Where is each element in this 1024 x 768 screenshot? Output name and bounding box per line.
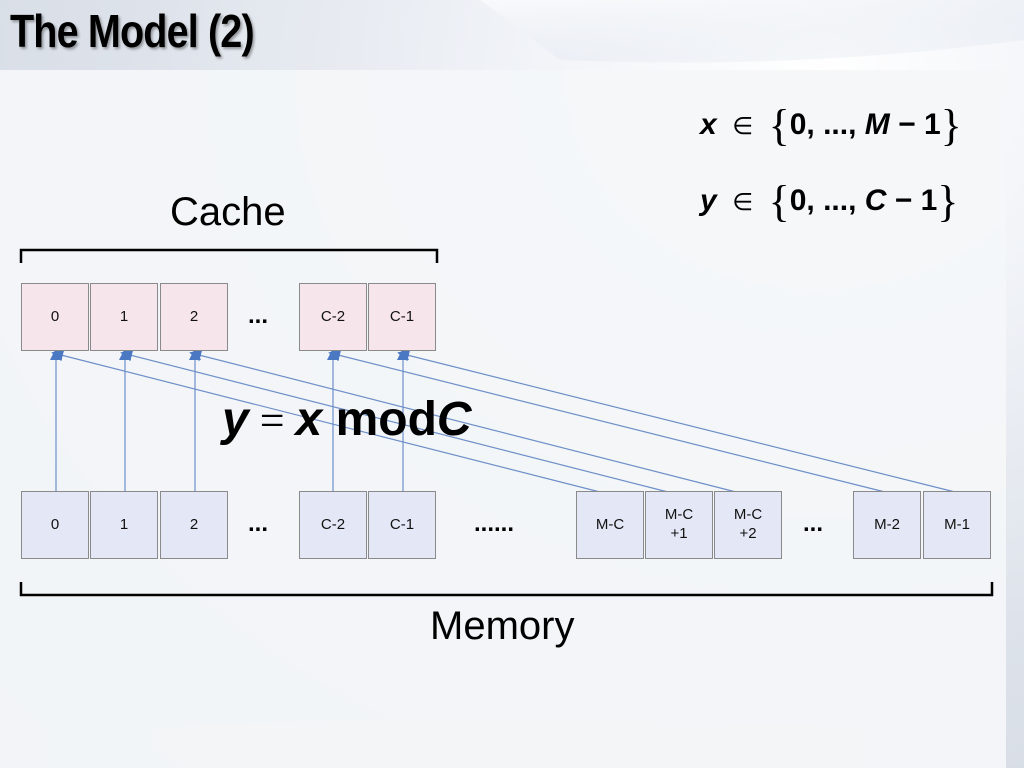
- memory-cell: C-1: [368, 491, 436, 559]
- memory-bracket: [19, 582, 994, 597]
- mapping-formula: y = x modC: [222, 392, 472, 447]
- memory-ellipsis-long: ......: [474, 510, 515, 537]
- memory-cell: C-2: [299, 491, 367, 559]
- set-content: 0, ...,: [789, 184, 865, 217]
- memory-cell: M-C +2: [714, 491, 782, 559]
- upper-bound-m: M: [864, 108, 890, 141]
- cache-cell: C-1: [368, 283, 436, 351]
- y-variable: y: [700, 184, 717, 217]
- mapping-line-mc-to-0: [51, 349, 601, 493]
- right-brace: }: [940, 101, 962, 150]
- cache-label: Cache: [170, 190, 286, 234]
- minus-one: − 1: [889, 108, 941, 141]
- right-brace: }: [937, 177, 959, 226]
- memory-cell: 0: [21, 491, 89, 559]
- mapping-line-m2-to-c2: [328, 349, 886, 493]
- memory-cell: M-1: [923, 491, 991, 559]
- left-brace: {: [768, 177, 790, 226]
- set-content: 0, ...,: [789, 108, 865, 141]
- cache-cell: C-2: [299, 283, 367, 351]
- upper-bound-c: C: [864, 184, 887, 217]
- memory-ellipsis: ...: [248, 510, 269, 537]
- memory-cell: 1: [90, 491, 158, 559]
- y-domain-expression: y ∈ {0, ..., C − 1}: [700, 176, 958, 227]
- cache-ellipsis: ...: [248, 302, 269, 329]
- cache-cell: 2: [160, 283, 228, 351]
- left-brace: {: [768, 101, 790, 150]
- minus-one: − 1: [886, 184, 938, 217]
- formula-mod: mod: [322, 393, 437, 446]
- memory-cell: M-C +1: [645, 491, 713, 559]
- memory-cell: M-2: [853, 491, 921, 559]
- slide-panel: [0, 70, 1006, 768]
- formula-c: C: [436, 393, 472, 446]
- formula-y: y: [222, 393, 249, 446]
- cache-bracket: [19, 248, 439, 263]
- x-domain-expression: x ∈ {0, ..., M − 1}: [700, 100, 962, 151]
- memory-label: Memory: [430, 604, 575, 648]
- mapping-line-m1-to-c1: [397, 349, 956, 493]
- mapping-line-mc1-to-1: [120, 349, 669, 493]
- cache-cell: 0: [21, 283, 89, 351]
- element-of-symbol: ∈: [732, 190, 754, 216]
- formula-x: x: [295, 393, 323, 446]
- cache-cell: 1: [90, 283, 158, 351]
- memory-cell: 2: [160, 491, 228, 559]
- formula-equals: =: [248, 396, 296, 445]
- memory-cell: M-C: [576, 491, 644, 559]
- x-variable: x: [700, 108, 717, 141]
- slide-title: The Model (2): [10, 5, 255, 57]
- element-of-symbol: ∈: [732, 114, 754, 140]
- mapping-line-mc2-to-2: [189, 349, 737, 493]
- memory-ellipsis: ...: [803, 510, 824, 537]
